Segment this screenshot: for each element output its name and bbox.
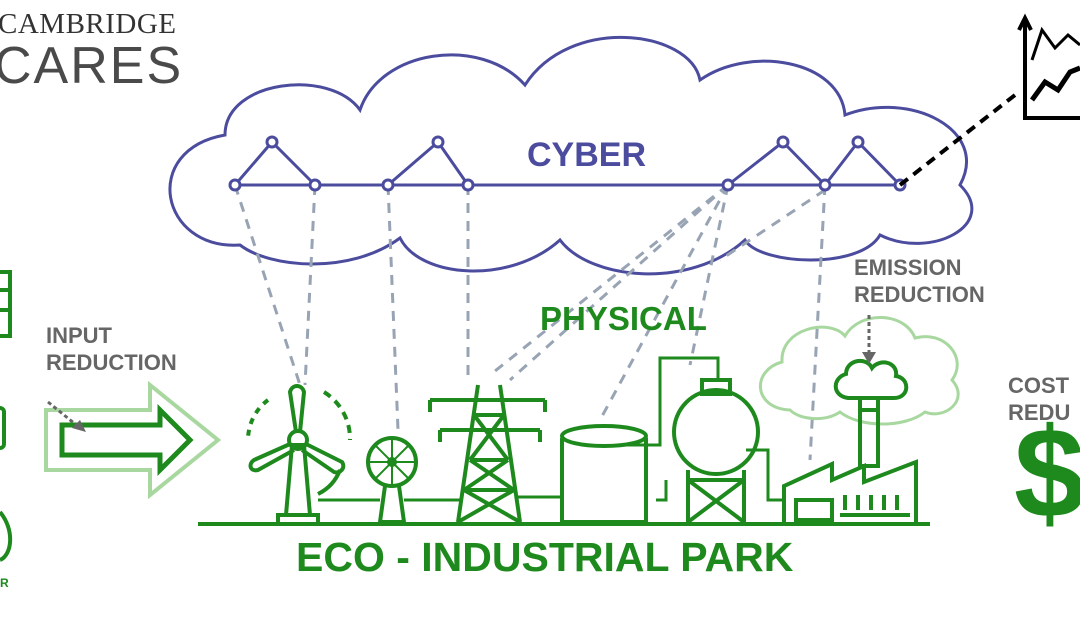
emission-reduction-line2: REDUCTION [854, 282, 985, 307]
cost-reduction-label: COST REDU [1008, 372, 1070, 426]
fan-icon [366, 436, 418, 524]
physical-label: PHYSICAL [540, 300, 707, 337]
analytics-link [898, 93, 1017, 187]
emission-reduction-label: EMISSION REDUCTION [854, 254, 985, 308]
spherical-tank-icon [672, 378, 760, 524]
cyber-nodes [228, 135, 907, 192]
cloud-icon [168, 36, 974, 276]
input-reduction-line2: REDUCTION [46, 350, 177, 375]
factory-icon [782, 396, 918, 522]
power-tower-icon [428, 384, 547, 524]
logo-cambridge: CAMBRIDGE [0, 8, 177, 40]
storage-tank-icon [560, 424, 648, 524]
cost-reduction-line2: REDU [1008, 400, 1071, 425]
dollar-icon: $ [1014, 402, 1080, 545]
input-reduction-line1: INPUT [46, 323, 112, 348]
left-edge-icons [0, 270, 13, 562]
logo-cares: CARES [0, 37, 184, 95]
cyber-label: CYBER [527, 136, 647, 174]
cost-reduction-line1: COST [1008, 373, 1070, 398]
input-reduction-label: INPUT REDUCTION [46, 322, 177, 376]
emission-reduction-line1: EMISSION [854, 255, 962, 280]
eco-park-label: ECO - INDUSTRIAL PARK [296, 534, 794, 580]
trend-chart-icon [1017, 13, 1080, 120]
input-arrow-icon [44, 380, 222, 500]
left-edge-text: R [0, 576, 9, 590]
cyber-physical-links [233, 183, 827, 461]
emission-cloud-icon [758, 315, 960, 426]
wind-turbine-icon [246, 384, 353, 526]
